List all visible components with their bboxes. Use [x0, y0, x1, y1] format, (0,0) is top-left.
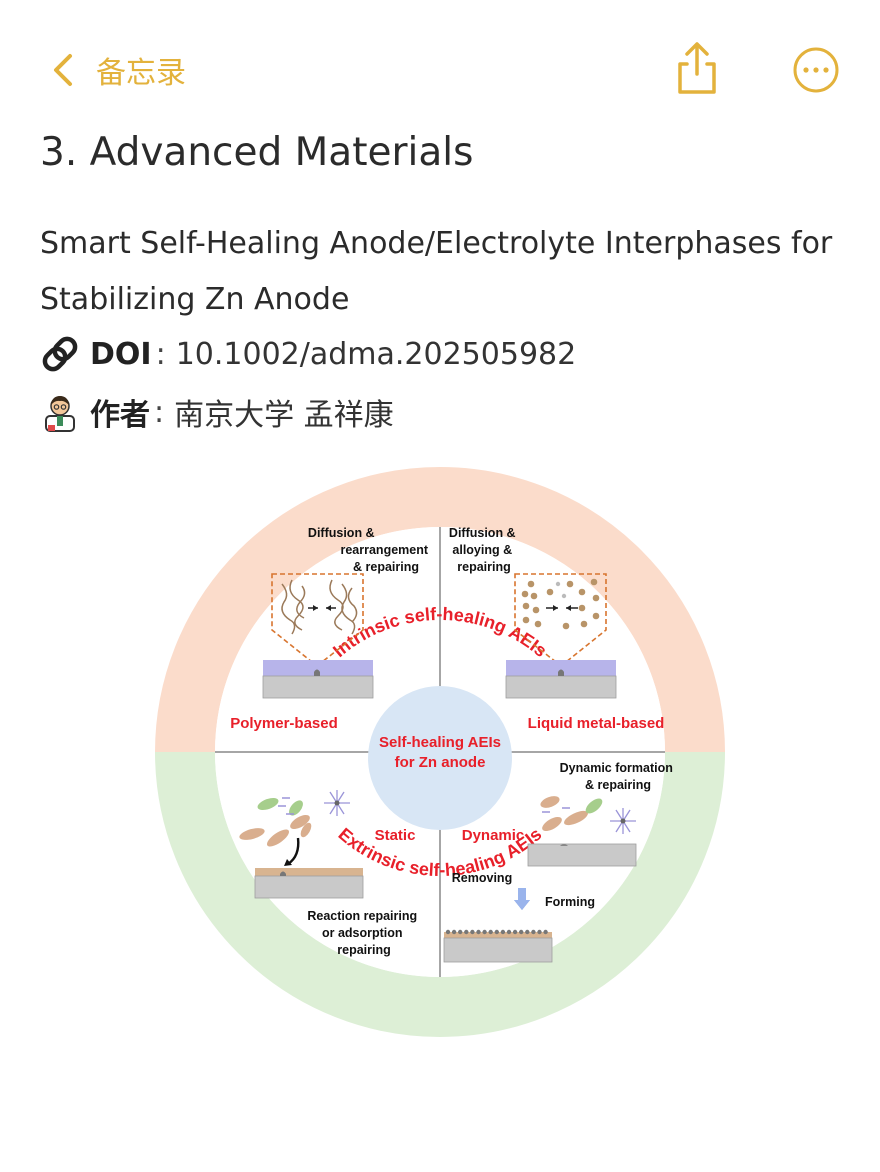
surface-bump [488, 929, 493, 935]
chevron-left-icon [54, 54, 72, 86]
person-icon [45, 396, 75, 432]
note-subtitle: Smart Self-Healing Anode/Electrolyte Int… [40, 226, 833, 317]
author-row: 作者 : 南京大学 孟祥康 [40, 390, 394, 434]
removing-label: Removing [452, 871, 512, 885]
static-illustration [239, 790, 364, 899]
surface-bump [512, 929, 518, 935]
doi-row: DOI : 10.1002/adma.202505982 [40, 334, 576, 374]
surface-bump [458, 929, 463, 935]
q4-label: Dynamic [462, 827, 525, 844]
author-value: 南京大学 孟祥康 [174, 398, 394, 433]
navigation-bar: 备忘录 [0, 0, 880, 140]
surface-bump [506, 929, 512, 935]
surface-bump [494, 929, 499, 935]
surface-bump [525, 929, 530, 935]
q4-caption: Dynamic formation & repairing [560, 761, 677, 792]
back-button[interactable]: 备忘录 [50, 48, 186, 92]
surface-bump [451, 929, 457, 935]
abstract-figure: Intrinsic self-healing AEIs Extrinsic se… [155, 467, 725, 1037]
surface-bump [470, 929, 475, 935]
center-line2: for Zn anode [395, 754, 486, 771]
surface-bump [482, 929, 487, 935]
forming-label: Forming [545, 895, 595, 909]
extrinsic-ring [155, 752, 725, 1037]
q1-label: Polymer-based [230, 715, 338, 732]
surface-bump [445, 929, 451, 935]
center-line1: Self-healing AEIs [379, 734, 501, 751]
doi-value[interactable]: 10.1002/adma.202505982 [175, 336, 577, 372]
surface-bump [464, 929, 469, 935]
doi-key: DOI [90, 336, 152, 372]
surface-bump [519, 929, 524, 935]
author-key: 作者 [90, 398, 150, 433]
surface-bump [500, 929, 506, 935]
surface-bump [537, 929, 542, 935]
q3-label: Static [375, 827, 416, 844]
surface-bump [476, 929, 481, 935]
liquid-metal-illustration [505, 573, 617, 699]
polymer-illustration [262, 573, 374, 699]
q2-label: Liquid metal-based [528, 715, 665, 732]
center-circle [368, 686, 512, 830]
exchange-arrows [514, 888, 530, 910]
surface-bump [531, 929, 536, 935]
more-icon[interactable] [792, 46, 840, 94]
q2-caption: Diffusion & alloying & repairing [449, 526, 519, 574]
dynamic-layer-illustration [443, 929, 553, 963]
back-label: 备忘录 [96, 56, 186, 91]
doi-separator: : [155, 336, 166, 372]
intrinsic-ring [155, 467, 725, 752]
note-title: 3. Advanced Materials [40, 130, 474, 175]
share-icon[interactable] [672, 40, 722, 96]
surface-bump [543, 929, 548, 935]
link-icon [42, 336, 78, 372]
dynamic-illustration [527, 796, 637, 867]
author-separator: : [154, 394, 165, 430]
q1-caption: Diffusion & rearrangement & repairing [308, 526, 432, 574]
q3-caption: Reaction repairing or adsorption repairi… [307, 909, 420, 957]
